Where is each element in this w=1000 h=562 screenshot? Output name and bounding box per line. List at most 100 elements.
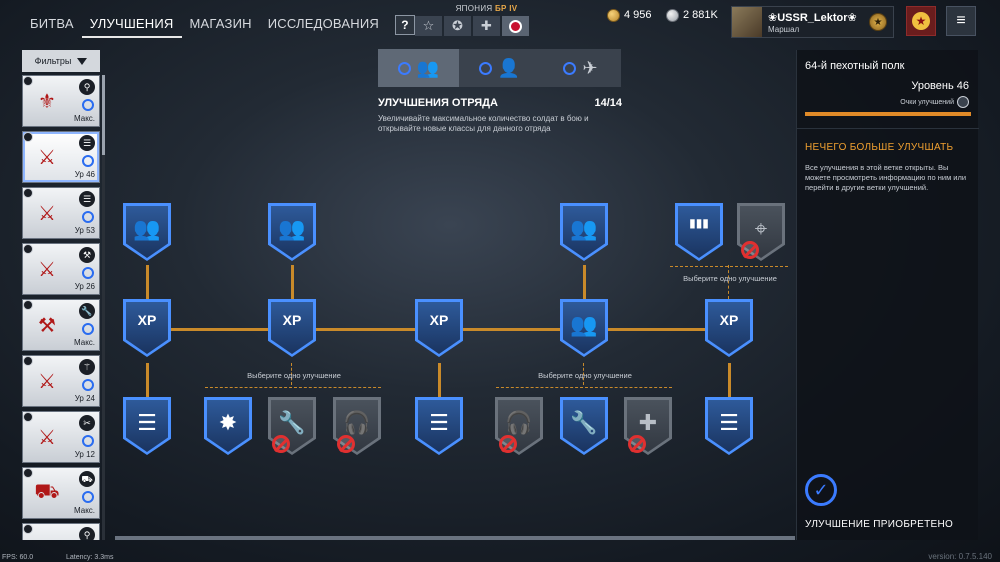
upgrade-icon: ▮▮▮ (689, 216, 709, 230)
node-explosion[interactable]: ✸ (204, 397, 252, 455)
node-squad-2[interactable]: 👥 (268, 203, 316, 261)
squad-class-icon: ⛟ (79, 471, 95, 487)
node-headset-1[interactable]: 🎧 (333, 397, 381, 455)
node-headset-2[interactable]: 🎧 (495, 397, 543, 455)
squad-emblem-icon: ⚜ (38, 90, 56, 113)
tree-connector-dashed (583, 363, 584, 385)
squad-class-icon: ☰ (79, 135, 95, 151)
tree-connector-dashed (728, 265, 729, 299)
upgrade-icon: XP (137, 312, 157, 328)
events-button[interactable]: ★ (906, 6, 936, 36)
upgrade-icon: XP (429, 312, 449, 328)
filter-button[interactable]: Фильтры (22, 50, 100, 72)
scrollbar-thumb[interactable] (102, 75, 105, 155)
tab-soldier-upgrades[interactable]: 👤 (459, 49, 540, 87)
choose-one-label: Выберите одно улучшение (683, 274, 777, 283)
choose-one-label: Выберите одно улучшение (247, 371, 341, 380)
upgrade-icon: 👥 (278, 216, 306, 241)
node-ammo[interactable]: ▮▮▮ (675, 203, 723, 261)
squad-card[interactable]: ⛟⛟Макс. (22, 467, 100, 519)
tab-battle[interactable]: БИТВА (30, 16, 74, 31)
branch-progress: 14/14 (594, 97, 622, 109)
node-xp-3[interactable]: XP (415, 299, 463, 357)
nation-flag-cross[interactable]: ✚ (473, 16, 500, 36)
squad-level: Ур 12 (74, 450, 95, 459)
player-profile[interactable]: ❀USSR_Lektor❀ Маршал ★ (731, 6, 894, 38)
upgrade-icon: ☰ (719, 410, 739, 435)
squad-card[interactable]: ⚔⚚Ур 24 (22, 355, 100, 407)
squad-emblem-icon: ⚔ (38, 370, 56, 393)
node-wrench-2[interactable]: 🔧 (560, 397, 608, 455)
upgrade-icon: 🎧 (343, 410, 371, 435)
squad-card[interactable]: ⚒🔧Макс. (22, 299, 100, 351)
node-list-2[interactable]: ☰ (415, 397, 463, 455)
choice-group-divider (205, 387, 381, 388)
branch-header: УЛУЧШЕНИЯ ОТРЯДА 14/14 Увеличивайте макс… (378, 97, 622, 134)
node-squad-3[interactable]: 👥 (560, 203, 608, 261)
node-squad-1[interactable]: 👥 (123, 203, 171, 261)
upgrade-icon: XP (282, 312, 302, 328)
node-medic[interactable]: ✚ (624, 397, 672, 455)
gold-counter[interactable]: 4 956 (607, 8, 652, 22)
tree-connector (463, 328, 560, 331)
upgrade-points-icon (957, 96, 969, 108)
upgrade-points: Очки улучшений (900, 96, 969, 108)
node-list-3[interactable]: ☰ (705, 397, 753, 455)
star-icon: ☆ (422, 18, 435, 33)
node-xp-1[interactable]: XP (123, 299, 171, 357)
upgrade-icon: 👥 (570, 312, 598, 337)
upgrade-icon: 👥 (570, 216, 598, 241)
node-squad-big[interactable]: 👥 (560, 299, 608, 357)
squad-level: Макс. (73, 114, 95, 123)
squad-type-icon (23, 356, 33, 366)
scrollbar-thumb[interactable] (115, 536, 795, 540)
squad-list[interactable]: ⚜⚲Макс.⚔☰Ур 46⚔☰Ур 53⚔⚒Ур 26⚒🔧Макс.⚔⚚Ур … (22, 75, 100, 540)
locked-icon (272, 435, 290, 453)
squad-card[interactable]: ⚔⚲ (22, 523, 100, 540)
squad-card[interactable]: ⚔☰Ур 53 (22, 187, 100, 239)
node-xp-2[interactable]: XP (268, 299, 316, 357)
squad-emblem-icon: ⚔ (29, 530, 65, 541)
tree-connector (608, 328, 705, 331)
nation-flag-star[interactable]: ☆ (415, 16, 442, 36)
nation-flag-soviet[interactable]: ✪ (444, 16, 471, 36)
squad-card[interactable]: ⚔ ✂ Ур 12 (22, 411, 100, 463)
squad-emblem-icon: ⚔ (38, 426, 56, 449)
japan-flag-icon (509, 19, 522, 33)
squad-upgrade-icon: 👥 (416, 57, 440, 78)
nation-selector: ЯПОНИЯ БР IV ☆ ✪ ✚ (415, 4, 558, 38)
node-wrench-1[interactable]: 🔧 (268, 397, 316, 455)
tab-squad-upgrades[interactable]: 👥 (378, 49, 459, 87)
squad-card[interactable]: ⚜⚲Макс. (22, 75, 100, 127)
version-label: version: 0.7.5.140 (928, 552, 992, 561)
squad-level: Макс. (73, 338, 95, 347)
branch-description: Увеличивайте максимальное количество сол… (378, 114, 589, 133)
acquired-check-icon: ✓ (805, 474, 837, 506)
tree-scrollbar[interactable] (115, 536, 795, 540)
tab-vehicle-upgrades[interactable]: ✈ (540, 49, 621, 87)
squad-class-icon: ✂ (79, 415, 95, 431)
squad-card[interactable]: ⚔⚒Ур 26 (22, 243, 100, 295)
squad-list-scrollbar[interactable] (102, 75, 105, 540)
node-xp-4[interactable]: XP (705, 299, 753, 357)
rank-badge-icon: ★ (869, 13, 887, 31)
silver-counter[interactable]: 2 881K (666, 8, 718, 22)
avatar (732, 7, 762, 37)
squad-emblem-icon: ⚒ (38, 314, 56, 337)
points-label: Очки улучшений (900, 98, 954, 106)
help-button[interactable]: ? (394, 15, 415, 35)
node-list-1[interactable]: ☰ (123, 397, 171, 455)
upgrade-icon: 🔧 (278, 410, 306, 435)
node-scope[interactable]: ⌖ (737, 203, 785, 261)
tab-upgrades[interactable]: УЛУЧШЕНИЯ (81, 12, 182, 38)
nation-flag-japan[interactable] (502, 16, 529, 36)
locked-icon (337, 435, 355, 453)
squad-card[interactable]: ⚔☰Ур 46 (22, 131, 100, 183)
tab-research[interactable]: ИССЛЕДОВАНИЯ (267, 16, 379, 31)
menu-button[interactable]: ≡ (946, 6, 976, 36)
unit-level: Уровень 46 (911, 80, 969, 92)
gold-value: 4 956 (624, 9, 652, 21)
check-icon (82, 267, 94, 279)
check-icon (397, 61, 411, 75)
tab-shop[interactable]: МАГАЗИН (189, 16, 252, 31)
